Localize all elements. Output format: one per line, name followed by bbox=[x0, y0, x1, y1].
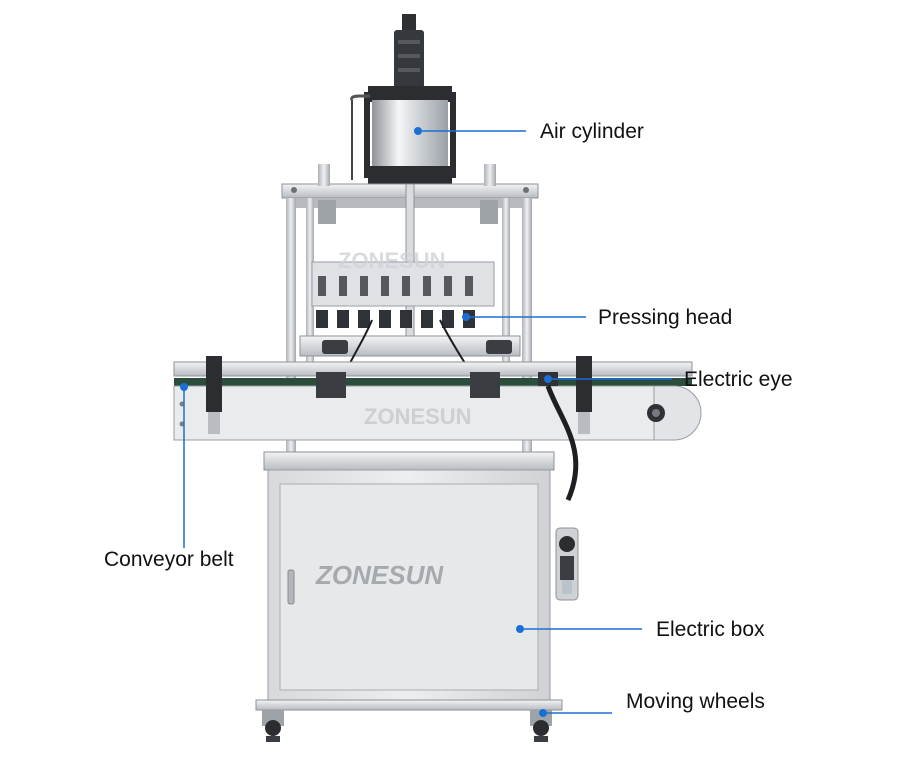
nozzle-rod bbox=[318, 276, 326, 296]
nozzle-rod bbox=[444, 276, 452, 296]
nozzle-head bbox=[337, 310, 349, 328]
nozzle-rod bbox=[465, 276, 473, 296]
callout-dot bbox=[544, 375, 552, 383]
nozzle-head bbox=[379, 310, 391, 328]
watermark-text: ZONESUN bbox=[364, 404, 472, 429]
nozzle-rod bbox=[381, 276, 389, 296]
electric-box-cabinet bbox=[263, 451, 579, 703]
watermarks: ZONESUN ZONESUN ZONESUN bbox=[315, 248, 472, 590]
nozzle-rod bbox=[423, 276, 431, 296]
callout-dots bbox=[180, 127, 552, 717]
watermark-text: ZONESUN bbox=[338, 248, 446, 273]
nozzle-head bbox=[421, 310, 433, 328]
label-electric-box: Electric box bbox=[656, 618, 765, 641]
callout-dot bbox=[516, 625, 524, 633]
label-conveyor-belt: Conveyor belt bbox=[104, 548, 234, 571]
nozzle-head bbox=[358, 310, 370, 328]
nozzle-head bbox=[316, 310, 328, 328]
nozzle-rod bbox=[339, 276, 347, 296]
callout-dot bbox=[462, 313, 470, 321]
nozzle-head bbox=[442, 310, 454, 328]
callout-dot bbox=[180, 383, 188, 391]
conveyor bbox=[173, 356, 702, 502]
label-moving-wheels: Moving wheels bbox=[626, 690, 765, 713]
label-pressing-head: Pressing head bbox=[598, 306, 733, 329]
air-cylinder-assembly bbox=[350, 14, 456, 184]
label-electric-eye: Electric eye bbox=[684, 368, 793, 391]
frame-top bbox=[281, 164, 539, 458]
callout-dot bbox=[414, 127, 422, 135]
pressing-head-assembly bbox=[299, 261, 521, 431]
nozzle-head bbox=[400, 310, 412, 328]
nozzle-rod bbox=[360, 276, 368, 296]
callout-dot bbox=[539, 709, 547, 717]
label-air-cylinder: Air cylinder bbox=[540, 120, 644, 143]
watermark-logo: ZONESUN bbox=[315, 560, 444, 590]
moving-wheels-assembly bbox=[255, 699, 563, 742]
callout-lines bbox=[183, 130, 672, 714]
nozzle-rod bbox=[402, 276, 410, 296]
